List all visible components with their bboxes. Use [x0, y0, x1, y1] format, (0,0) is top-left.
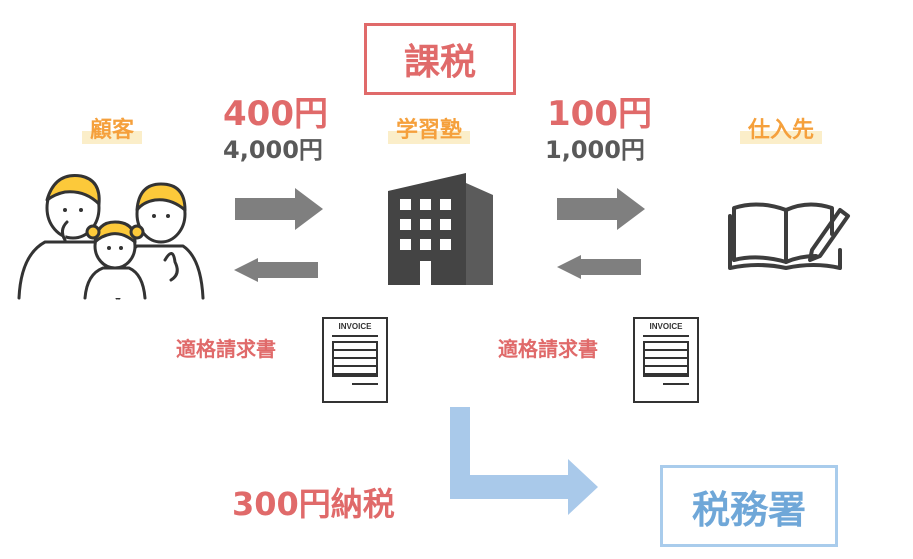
customer-label: 顧客	[82, 112, 143, 144]
tax-office-box: 税務署	[660, 465, 838, 547]
invoice-document-left: INVOICE	[322, 317, 388, 403]
taxed-label: 課税	[403, 42, 476, 83]
sale-price: 4,000円	[223, 136, 323, 164]
supplier-book-icon	[728, 202, 850, 270]
school-label: 学習塾	[388, 112, 471, 144]
invoice-label-left: 適格請求書	[176, 337, 276, 361]
taxed-box: 課税	[364, 23, 516, 95]
invoice-title-right: INVOICE	[649, 322, 683, 331]
sale-invoice-arrow	[234, 258, 318, 282]
invoice-label-right: 適格請求書	[498, 337, 598, 361]
school-building-icon	[388, 173, 493, 285]
purchase-price: 1,000円	[545, 136, 645, 164]
tax-payment-arrow	[450, 407, 598, 515]
purchase-payment-arrow	[557, 188, 645, 230]
tax-payment-label: 300円納税	[232, 485, 395, 523]
purchase-tax-amount: 100円	[547, 94, 652, 134]
invoice-document-right: INVOICE	[633, 317, 699, 403]
supplier-label: 仕入先	[740, 112, 823, 144]
tax-office-label: 税務署	[691, 487, 806, 532]
sale-tax-amount: 400円	[223, 94, 328, 134]
purchase-invoice-arrow	[557, 255, 641, 279]
customer-family-icon	[17, 174, 205, 300]
invoice-title-left: INVOICE	[338, 322, 372, 331]
sale-payment-arrow	[235, 188, 323, 230]
